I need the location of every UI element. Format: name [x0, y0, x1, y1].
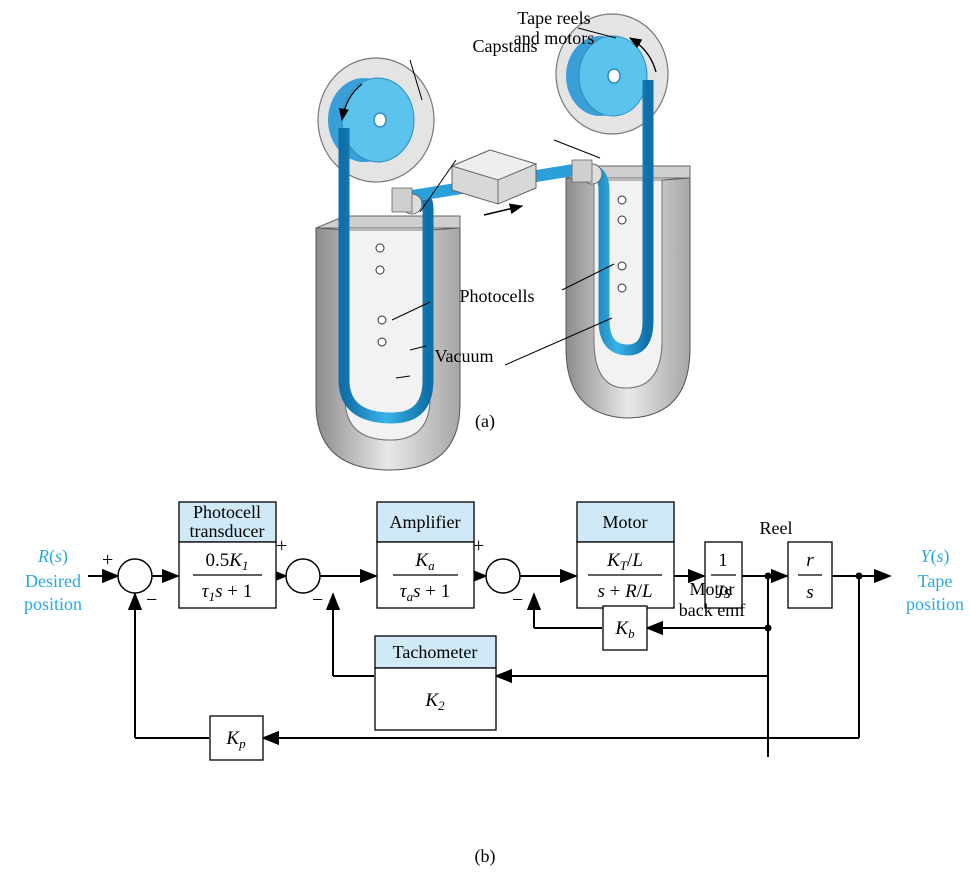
back-emf-label-line1: Motor	[690, 579, 735, 599]
summing-junction-1	[117, 558, 153, 594]
back-emf-label-line2: back emf	[679, 600, 745, 620]
sign-plus-2: +	[276, 535, 287, 557]
feedback-wires	[127, 576, 860, 757]
amplifier-tf-numerator: Ka	[414, 550, 435, 573]
photocell-header-line2: transducer	[190, 521, 265, 541]
block-reel: Reel r s	[760, 518, 833, 609]
capstans	[391, 159, 603, 215]
label-tape-reels-line1: Tape reels	[517, 8, 590, 28]
photocell-tf-denominator: τ1s + 1	[202, 581, 252, 604]
reel-tf-numerator: r	[806, 550, 814, 571]
summing-junction-2	[285, 558, 321, 594]
left-reel	[317, 57, 435, 183]
reel-tf-denominator: s	[806, 582, 813, 603]
block-photocell-transducer: Photocell transducer 0.5K1 τ1s + 1	[178, 501, 277, 609]
block-amplifier: Amplifier Ka τas + 1	[376, 501, 475, 609]
inertia-tf-numerator: 1	[718, 550, 728, 571]
output-desc-line2: position	[906, 594, 964, 614]
summing-junction-3	[485, 558, 521, 594]
label-photocells: Photocells	[460, 286, 535, 306]
junction-dot	[855, 572, 863, 580]
input-desc-line2: position	[24, 594, 82, 614]
photocell-tf-numerator: 0.5K1	[206, 550, 249, 573]
sign-plus-1: +	[102, 549, 113, 571]
right-vacuum-column	[565, 165, 691, 419]
block-position-feedback: Kp	[209, 715, 264, 761]
sign-minus-1: −	[146, 589, 157, 611]
photocells	[375, 195, 627, 347]
label-capstans: Capstans	[473, 36, 538, 56]
input-symbol: R(s)	[37, 546, 68, 567]
block-diagram: R(s) Desired position Y(s) Tape position	[24, 501, 964, 867]
amplifier-tf-denominator: τas + 1	[400, 581, 450, 604]
right-reel	[555, 13, 669, 135]
output-desc-line1: Tape	[918, 571, 953, 591]
motor-header: Motor	[603, 512, 648, 532]
junction-dot	[764, 572, 772, 580]
label-vacuum: Vacuum	[435, 346, 494, 366]
position-feedback-tf: Kp	[225, 728, 246, 751]
sign-minus-3: −	[512, 589, 523, 611]
caption-b: (b)	[475, 846, 496, 867]
block-motor: Motor KT/L s + R/L	[576, 501, 675, 609]
block-back-emf: Motor back emf Kb	[602, 579, 745, 651]
caption-a: (a)	[475, 411, 495, 432]
block-inertia: 1 Js	[704, 541, 743, 609]
sign-minus-2: −	[312, 589, 323, 611]
output-symbol: Y(s)	[920, 546, 949, 567]
tachometer-tf: K2	[424, 690, 445, 713]
tape-drive-illustration: Tape reels and motors Capstans Photocell…	[315, 8, 691, 471]
tape-head	[450, 149, 538, 216]
motor-tf-numerator: KT/L	[606, 550, 643, 573]
motor-tf-denominator: s + R/L	[597, 581, 652, 602]
amplifier-header: Amplifier	[390, 512, 461, 532]
sign-plus-3: +	[473, 535, 484, 557]
back-emf-tf: Kb	[614, 618, 635, 641]
input-desc-line1: Desired	[25, 571, 81, 591]
photocell-header-line1: Photocell	[193, 502, 261, 522]
junction-dot	[764, 624, 772, 632]
left-vacuum-column	[315, 215, 461, 471]
block-tachometer: Tachometer K2	[374, 635, 497, 731]
leader-lines	[391, 27, 617, 379]
inertia-tf-denominator: Js	[715, 582, 731, 603]
reel-label: Reel	[760, 518, 793, 538]
tachometer-header: Tachometer	[393, 642, 478, 662]
label-tape-reels-line2: and motors	[514, 28, 595, 48]
